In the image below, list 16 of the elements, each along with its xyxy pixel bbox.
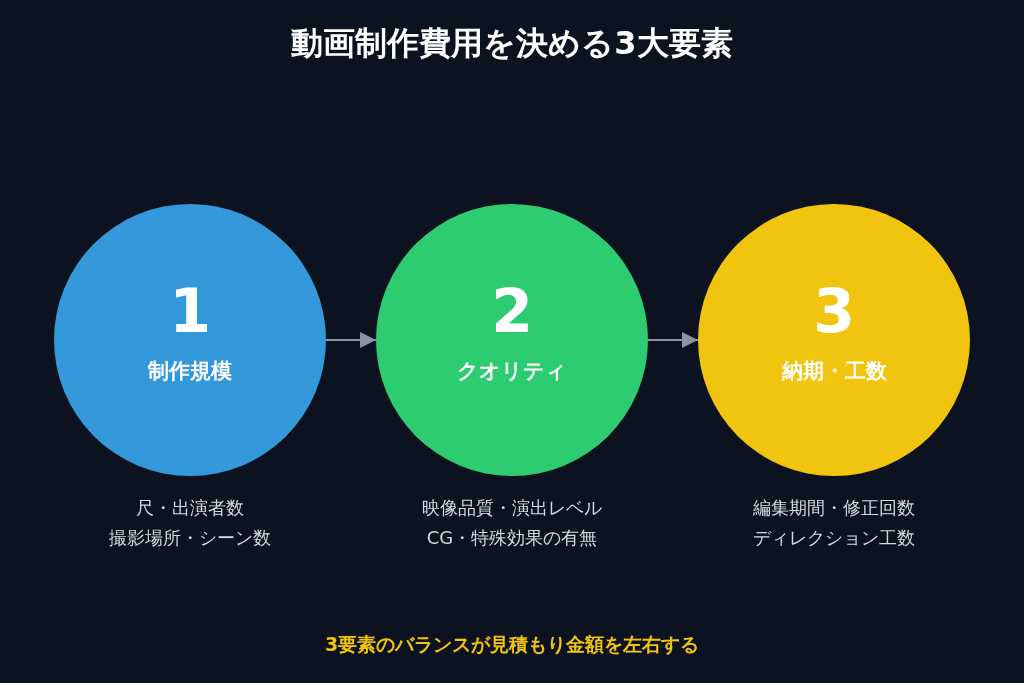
title: 動画制作費用を決める3大要素 [290, 23, 734, 64]
step-title: クオリティ [456, 358, 568, 385]
arrow [647, 332, 699, 348]
description-text: 撮影場所・シーン数 [108, 526, 272, 550]
step-number: 3 [812, 276, 856, 346]
description-text: ディレクション工数 [752, 526, 916, 550]
step-title: 納期・工数 [780, 358, 888, 385]
step-number: 1 [168, 276, 212, 346]
step-number: 2 [490, 276, 534, 346]
description-text: 尺・出演者数 [135, 496, 245, 520]
description-text: 映像品質・演出レベル [421, 496, 603, 520]
description-text: 編集期間・修正回数 [752, 496, 916, 520]
description-text: CG・特殊効果の有無 [425, 526, 599, 550]
caption: 3要素のバランスが見積もり金額を左右する [323, 632, 701, 657]
step-title: 制作規模 [146, 358, 233, 385]
arrow [325, 332, 377, 348]
